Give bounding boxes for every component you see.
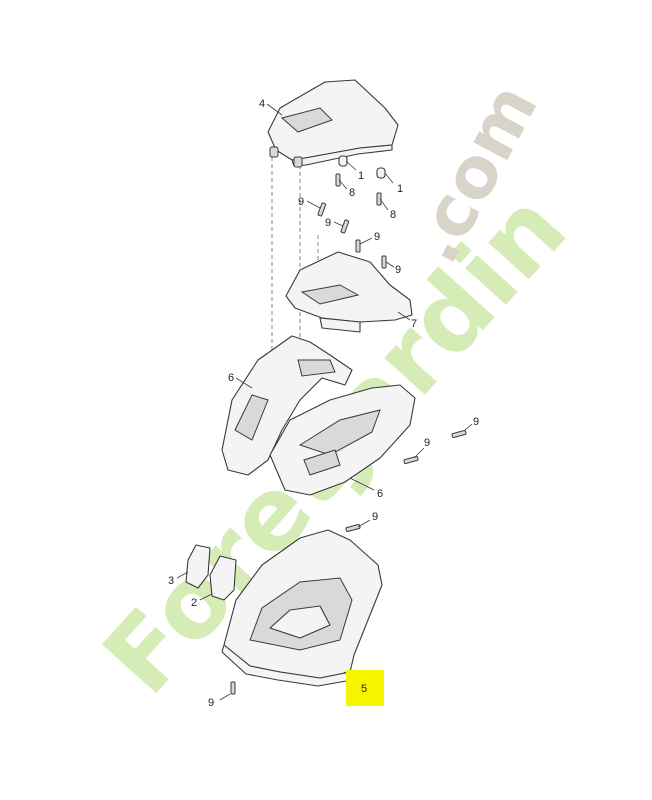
part-bracket-3	[185, 544, 211, 589]
callout-numbers: 4 1 1 8 8 9 9 9 9 7 6 9 9 6 9 3 2 5 9	[168, 98, 479, 709]
callout-7: 7	[411, 318, 417, 330]
callout-6b: 6	[377, 488, 383, 500]
callout-1a: 1	[358, 170, 364, 182]
part-top-cover	[267, 79, 399, 168]
assembly-lines	[271, 150, 319, 380]
callout-1b: 1	[397, 183, 403, 195]
part-lower-chassis	[221, 529, 383, 687]
callout-9c: 9	[374, 231, 380, 243]
callout-2: 2	[191, 597, 197, 609]
callout-8a: 8	[349, 187, 355, 199]
callout-9g: 9	[372, 511, 378, 523]
part-left-housing	[221, 335, 353, 476]
callout-9e: 9	[473, 416, 479, 428]
part-screws-9	[230, 202, 467, 695]
callout-6a: 6	[228, 372, 234, 384]
part-screws-8	[335, 173, 382, 206]
callout-9f: 9	[424, 437, 430, 449]
callout-9h: 9	[208, 697, 214, 709]
callout-3: 3	[168, 575, 174, 587]
part-bracket-2	[209, 555, 237, 601]
callout-9b: 9	[325, 217, 331, 229]
callout-5: 5	[361, 683, 367, 695]
callout-4: 4	[259, 98, 265, 110]
callout-8b: 8	[390, 209, 396, 221]
callout-9a: 9	[298, 196, 304, 208]
leader-lines	[176, 103, 473, 701]
part-console	[285, 251, 413, 333]
callout-9d: 9	[395, 264, 401, 276]
part-right-housing	[269, 384, 416, 496]
highlight-box-part-5	[346, 670, 384, 706]
